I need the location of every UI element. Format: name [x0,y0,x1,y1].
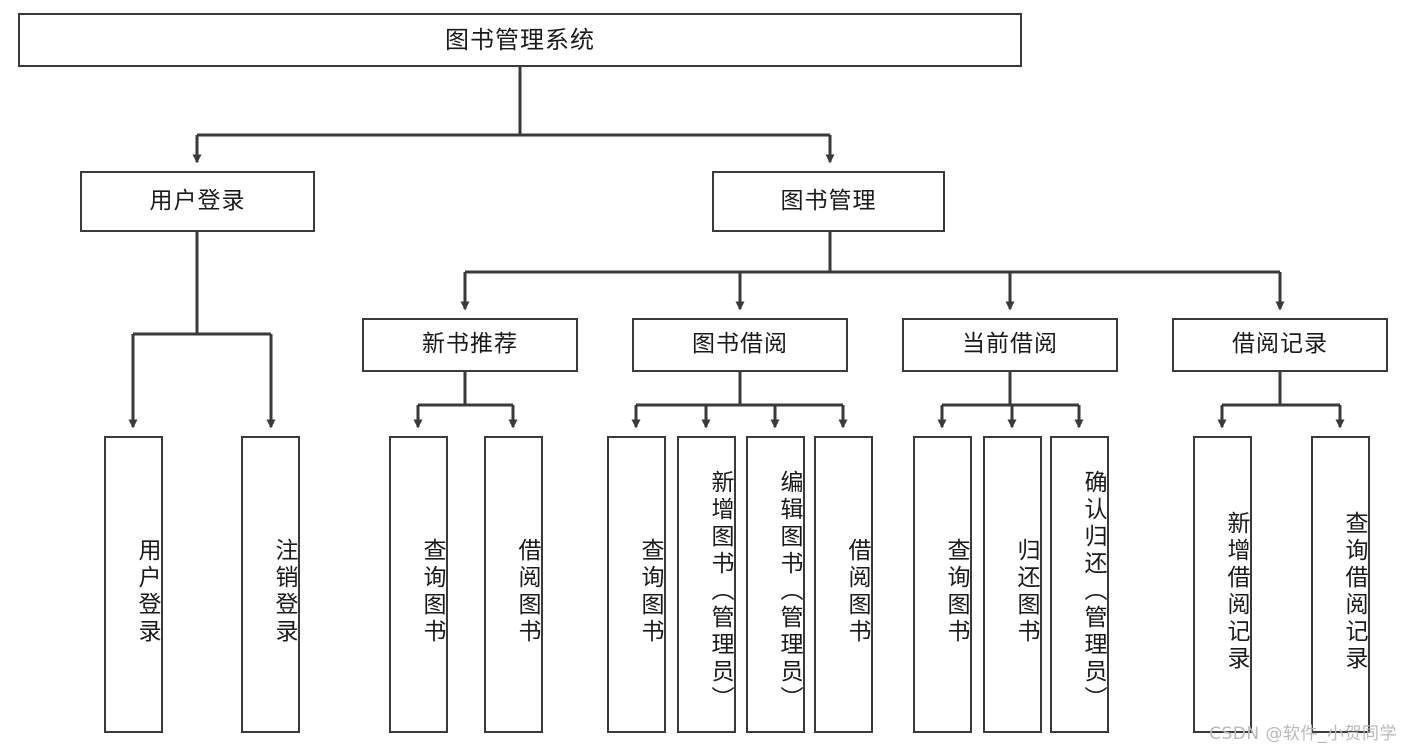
node-root-library-management-system[interactable]: 图书管理系统 [18,13,1022,67]
leaf-book-borrow-add-book-admin[interactable]: 新增图书（管理员） [677,436,736,733]
leaf-current-borrow-confirm-return-admin[interactable]: 确认归还（管理员） [1050,436,1109,733]
leaf-label: 新增借阅记录 [1223,510,1249,673]
leaf-new-book-query-book[interactable]: 查询图书 [389,436,448,733]
leaf-label: 新增图书（管理员） [707,470,733,713]
leaf-book-borrow-borrow-book[interactable]: 借阅图书 [814,436,873,733]
node-book-management[interactable]: 图书管理 [712,171,945,232]
leaf-current-borrow-return-book[interactable]: 归还图书 [983,436,1042,733]
leaf-label: 归还图书 [1013,537,1039,646]
node-current-borrowing[interactable]: 当前借阅 [902,318,1118,372]
leaf-borrow-record-query-record[interactable]: 查询借阅记录 [1311,436,1370,733]
leaf-label: 编辑图书（管理员） [776,470,802,713]
csdn-watermark: CSDN @软件_小贺同学 [1209,724,1397,744]
leaf-label: 注销登录 [271,537,297,646]
node-borrowing-record[interactable]: 借阅记录 [1172,318,1388,372]
leaf-label: 确认归还（管理员） [1080,470,1106,713]
leaf-book-borrow-query-book[interactable]: 查询图书 [607,436,666,733]
leaf-new-book-borrow-book[interactable]: 借阅图书 [484,436,543,733]
node-new-book-recommendation[interactable]: 新书推荐 [362,318,578,372]
leaf-label: 用户登录 [134,537,160,646]
leaf-user-login-login[interactable]: 用户登录 [104,436,163,733]
leaf-user-login-logout[interactable]: 注销登录 [241,436,300,733]
leaf-current-borrow-query-book[interactable]: 查询图书 [913,436,972,733]
leaf-book-borrow-edit-book-admin[interactable]: 编辑图书（管理员） [746,436,805,733]
leaf-label: 查询图书 [637,537,663,646]
node-user-login[interactable]: 用户登录 [80,171,315,232]
leaf-label: 查询借阅记录 [1341,510,1367,673]
leaf-label: 借阅图书 [844,537,870,646]
leaf-label: 借阅图书 [514,537,540,646]
leaf-label: 查询图书 [419,537,445,646]
leaf-borrow-record-add-record[interactable]: 新增借阅记录 [1193,436,1252,733]
node-book-borrowing[interactable]: 图书借阅 [632,318,848,372]
leaf-label: 查询图书 [943,537,969,646]
